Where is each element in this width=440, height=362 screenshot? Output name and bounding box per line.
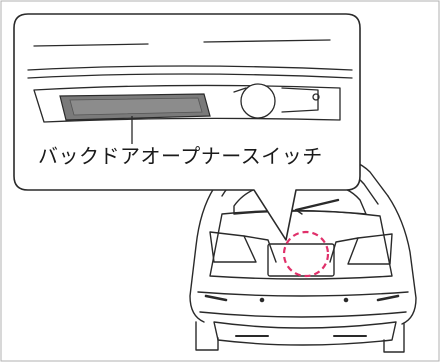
callout-label: バックドアオープナースイッチ [38,144,338,168]
closeup-garnish [27,39,353,123]
backdoor-opener-switch [59,93,211,121]
callout-bubble [13,13,361,241]
camera-lens [240,83,276,119]
highlight-circle [282,230,330,278]
car-rear-view [189,155,417,353]
license-plate [267,243,335,277]
